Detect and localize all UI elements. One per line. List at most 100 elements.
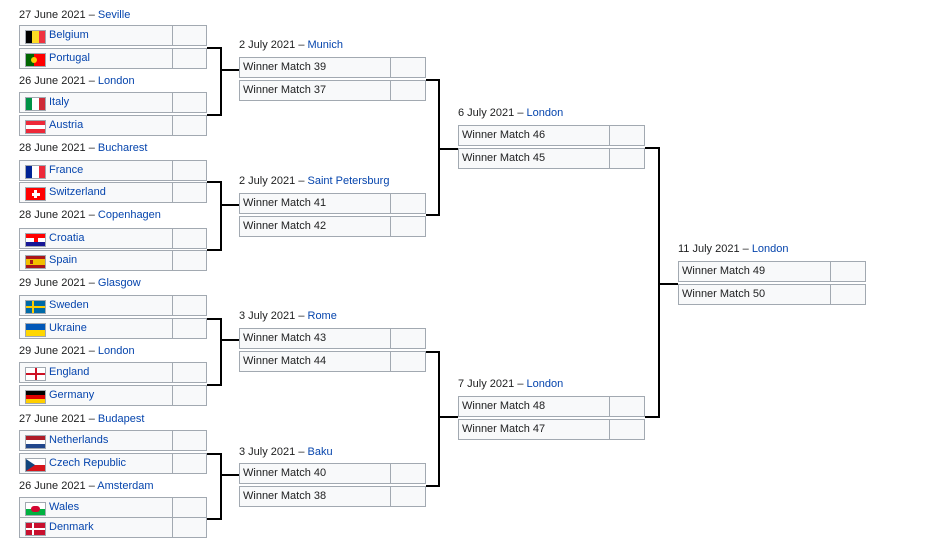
team-name-link[interactable]: Portugal [49, 52, 90, 64]
team-name-link[interactable]: Ukraine [49, 322, 87, 334]
team-placeholder: Winner Match 39 [243, 61, 327, 73]
date-venue-separator: – [295, 446, 308, 458]
connector-line [658, 283, 678, 285]
score-cell [609, 396, 645, 417]
score-cell [609, 148, 645, 169]
team-name-link[interactable]: Sweden [49, 299, 89, 311]
team-row: Winner Match 47 [458, 419, 610, 440]
round-of-16-match-header: 28 June 2021 – Copenhagen [19, 209, 161, 222]
venue-link[interactable]: Munich [307, 39, 343, 51]
connector-line [207, 318, 220, 320]
match-date: 3 July 2021 [239, 310, 296, 322]
team-row: England [19, 362, 173, 383]
connector-line [426, 351, 438, 353]
venue-link[interactable]: Amsterdam [97, 480, 154, 492]
germany-flag-icon [25, 390, 46, 404]
venue-link[interactable]: Bucharest [97, 142, 148, 154]
team-name-link[interactable]: Denmark [49, 521, 94, 533]
venue-link[interactable]: Rome [307, 310, 337, 322]
score-cell [172, 182, 207, 203]
score-cell [390, 216, 426, 237]
venue-link[interactable]: London [97, 345, 135, 357]
connector-line [220, 453, 222, 520]
team-row: Germany [19, 385, 173, 406]
score-cell [172, 160, 207, 181]
team-row: Winner Match 45 [458, 148, 610, 169]
team-name-link[interactable]: Germany [49, 389, 95, 401]
connector-line [438, 148, 458, 150]
venue-link[interactable]: Saint Petersburg [307, 175, 390, 187]
match-date: 26 June 2021 [19, 75, 86, 87]
team-name-link[interactable]: Italy [49, 96, 70, 108]
venue-link[interactable]: London [526, 107, 564, 119]
venue-link[interactable]: Budapest [97, 413, 145, 425]
team-row: Winner Match 41 [239, 193, 391, 214]
team-name-link[interactable]: Austria [49, 119, 84, 131]
venue-link[interactable]: London [526, 378, 564, 390]
score-cell [172, 517, 207, 538]
team-row: Wales [19, 497, 173, 518]
team-placeholder: Winner Match 41 [243, 197, 327, 209]
team-name-link[interactable]: Czech Republic [49, 457, 127, 469]
score-cell [830, 261, 866, 282]
match-date: 28 June 2021 [19, 142, 86, 154]
team-placeholder: Winner Match 38 [243, 490, 327, 502]
connector-line [438, 416, 458, 418]
venue-link[interactable]: Baku [307, 446, 333, 458]
venue-link[interactable]: Copenhagen [97, 209, 161, 221]
match-date: 28 June 2021 [19, 209, 86, 221]
team-placeholder: Winner Match 50 [682, 288, 766, 300]
team-row: Winner Match 43 [239, 328, 391, 349]
final-match-header: 11 July 2021 – London [678, 243, 789, 256]
round-of-16-match-header: 27 June 2021 – Budapest [19, 413, 144, 426]
date-venue-separator: – [85, 142, 98, 154]
team-row: Switzerland [19, 182, 173, 203]
score-cell [390, 80, 426, 101]
team-row: Croatia [19, 228, 173, 249]
connector-line [438, 79, 440, 216]
date-venue-separator: – [295, 39, 308, 51]
venue-link[interactable]: Seville [97, 9, 131, 21]
connector-line [645, 147, 658, 149]
team-name-link[interactable]: Switzerland [49, 186, 106, 198]
date-venue-separator: – [85, 345, 98, 357]
team-row: France [19, 160, 173, 181]
england-flag-icon [25, 367, 46, 381]
score-cell [172, 25, 207, 46]
team-name-link[interactable]: Wales [49, 501, 80, 513]
netherlands-flag-icon [25, 435, 46, 449]
venue-link[interactable]: London [97, 75, 135, 87]
match-date: 26 June 2021 [19, 480, 86, 492]
connector-line [658, 147, 660, 418]
team-name-link[interactable]: Belgium [49, 29, 89, 41]
connector-line [645, 416, 658, 418]
venue-link[interactable]: Glasgow [97, 277, 141, 289]
team-row: Winner Match 39 [239, 57, 391, 78]
connector-line [220, 69, 239, 71]
score-cell [172, 250, 207, 271]
venue-link[interactable]: London [751, 243, 789, 255]
semi-final-match-header: 7 July 2021 – London [458, 378, 563, 391]
wales-flag-icon [25, 502, 46, 516]
denmark-flag-icon [25, 522, 46, 536]
match-date: 2 July 2021 [239, 175, 296, 187]
team-placeholder: Winner Match 37 [243, 84, 327, 96]
team-row: Italy [19, 92, 173, 113]
match-date: 27 June 2021 [19, 9, 86, 21]
team-row: Winner Match 46 [458, 125, 610, 146]
team-placeholder: Winner Match 42 [243, 220, 327, 232]
score-cell [172, 48, 207, 69]
connector-line [220, 181, 222, 251]
team-name-link[interactable]: England [49, 366, 90, 378]
team-name-link[interactable]: Netherlands [49, 434, 109, 446]
team-placeholder: Winner Match 46 [462, 129, 546, 141]
match-date: 3 July 2021 [239, 446, 296, 458]
team-name-link[interactable]: Spain [49, 254, 78, 266]
score-cell [390, 463, 426, 484]
team-name-link[interactable]: France [49, 164, 84, 176]
date-venue-separator: – [514, 107, 527, 119]
date-venue-separator: – [85, 9, 98, 21]
connector-line [207, 249, 220, 251]
connector-line [220, 318, 222, 386]
team-name-link[interactable]: Croatia [49, 232, 85, 244]
